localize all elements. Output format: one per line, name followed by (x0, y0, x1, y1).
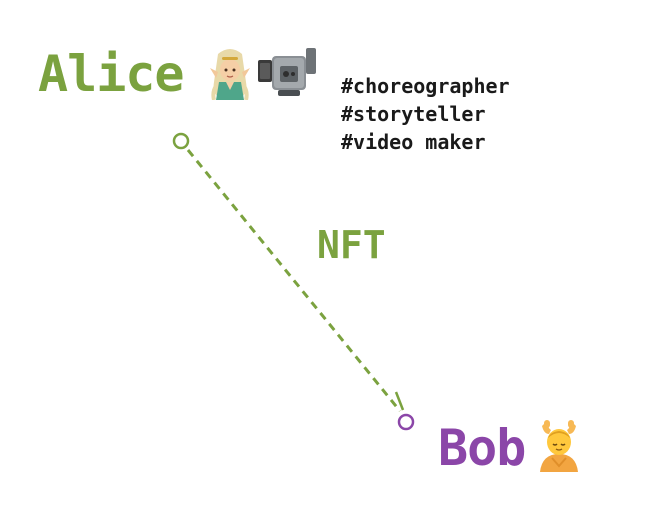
bob-name: Bob (438, 419, 526, 477)
connector-start-circle (172, 132, 190, 150)
tag-storyteller: #storyteller (341, 102, 486, 126)
alice-name: Alice (38, 45, 185, 103)
video-camera-icon (258, 48, 316, 96)
connector-label: NFT (317, 223, 386, 267)
head-massage-icon (540, 420, 578, 472)
connector-arrowhead (394, 391, 405, 411)
connector-end-circle (397, 413, 415, 431)
tag-choreographer: #choreographer (341, 74, 510, 98)
nft-connector-line (186, 149, 402, 412)
alice-tags: #choreographer #storyteller #video maker (341, 72, 510, 156)
tag-video-maker: #video maker (341, 130, 486, 154)
elf-icon (210, 49, 250, 100)
